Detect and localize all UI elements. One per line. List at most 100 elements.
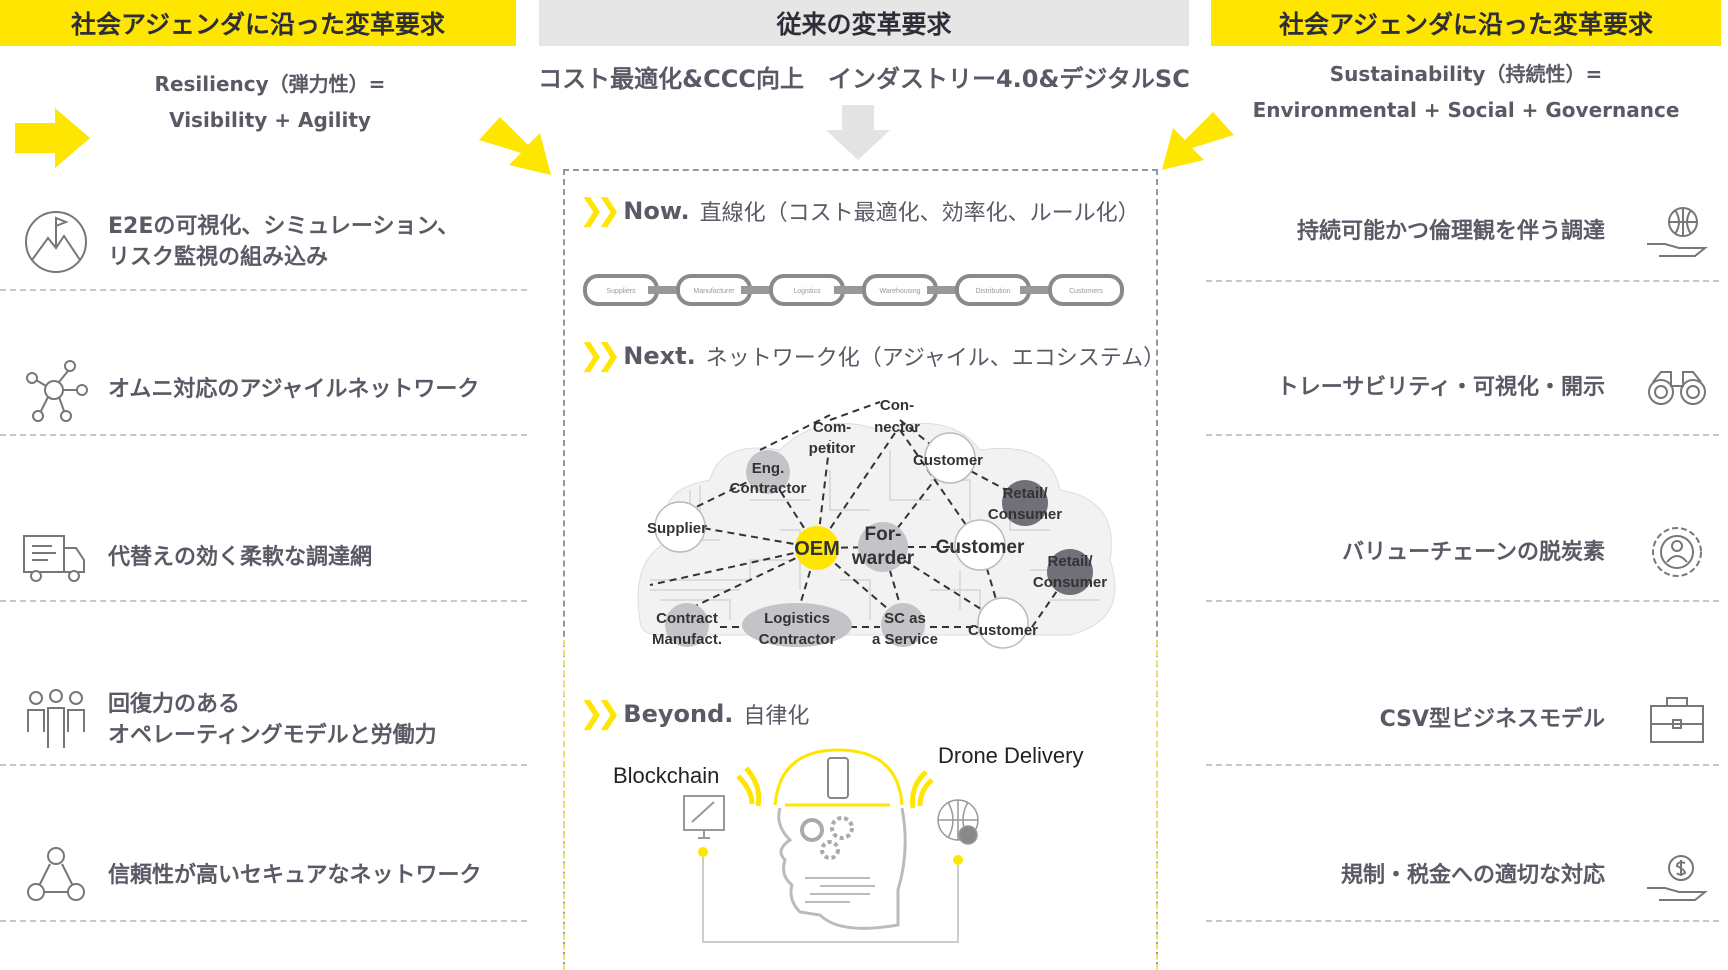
left-subtitle: Resiliency（弾力性）= Visibility + Agility xyxy=(100,66,440,138)
beyond-desc: 自律化 xyxy=(743,703,810,729)
connector-dot xyxy=(698,847,708,857)
network-links xyxy=(649,401,1071,631)
next-label: Next. xyxy=(623,341,696,370)
retail-consumer-node-2 xyxy=(1047,549,1093,595)
customer-mid-node xyxy=(954,519,1006,571)
chain-link-label: Suppliers xyxy=(606,288,636,295)
connector-line xyxy=(702,857,959,943)
left-item-1-line1: E2Eの可視化、シミュレーション、 xyxy=(108,214,460,239)
divider xyxy=(0,920,527,922)
customer-bottom-node xyxy=(977,597,1029,649)
down-arrow-icon xyxy=(826,105,890,160)
eng-contractor-node xyxy=(746,450,790,494)
right-item-5: 規制・税金への適切な対応 xyxy=(1340,863,1605,888)
left-subtitle-line2: Visibility + Agility xyxy=(169,108,371,132)
now-section-title: ❯❯Now. 直線化（コスト最適化、効率化、ルール化） xyxy=(579,193,1140,228)
left-item-4: 回復力のあるオペレーティングモデルと労働力 xyxy=(108,689,437,751)
connector-label-1: Con- xyxy=(880,397,914,414)
contract-manufact-node xyxy=(665,603,709,647)
customer-bottom-label: Customer xyxy=(968,622,1038,639)
diagonal-arrow-left-icon xyxy=(479,117,551,175)
beyond-section-title: ❯❯Beyond.自律化 xyxy=(579,696,809,731)
left-item-4-line2: オペレーティングモデルと労働力 xyxy=(108,723,437,748)
left-item-1-line2: リスク監視の組み込み xyxy=(108,245,329,270)
diagonal-arrow-right-icon xyxy=(1162,112,1234,170)
oem-node xyxy=(795,526,839,570)
people-network-icon xyxy=(27,847,85,901)
contract-manufact-label-2: Manufact. xyxy=(652,631,722,648)
chain-link xyxy=(1048,274,1124,306)
right-item-1: 持続可能かつ倫理観を伴う調達 xyxy=(1296,219,1605,244)
sc-label-2: a Service xyxy=(872,631,938,648)
chain-link-label: Manufacturer xyxy=(693,288,735,295)
signal-right-icon xyxy=(910,770,934,809)
supplier-label: Supplier xyxy=(647,520,707,537)
oem-label: OEM xyxy=(794,538,840,560)
right-subtitle: Sustainability（持続性）=Environmental + Soci… xyxy=(1211,56,1721,128)
binoculars-icon xyxy=(1648,371,1706,405)
customer-top-label: Customer xyxy=(913,452,983,469)
center-subtitle: コスト最適化&CCC向上 インダストリー4.0&デジタルSC xyxy=(538,65,1190,93)
right-subtitle-line2: Environmental + Social + Governance xyxy=(1252,98,1680,122)
logistics-contractor-node xyxy=(742,603,852,647)
globe-gear-icon xyxy=(937,799,979,845)
circuit-icon xyxy=(805,877,875,903)
chain-connector xyxy=(834,286,870,294)
drone-delivery-label: Drone Delivery xyxy=(938,743,1084,768)
center-header: 従来の変革要求 xyxy=(539,0,1189,46)
head-top-arc xyxy=(773,748,904,806)
competitor-label-1: Com- xyxy=(813,419,851,436)
lightbulb-gear-icon xyxy=(800,816,854,860)
retail-2-label-2: Consumer xyxy=(1033,574,1107,591)
chevron-icon: ❯❯ xyxy=(579,193,621,228)
right-item-4: CSV型ビジネスモデル xyxy=(1379,707,1605,732)
forwarder-label-2: warder xyxy=(851,548,915,569)
forwarder-node xyxy=(858,522,908,572)
divider xyxy=(0,600,527,602)
left-item-2: オムニ対応のアジャイルネットワーク xyxy=(108,377,480,402)
briefcase-icon xyxy=(1650,697,1704,743)
mountain-flag-icon xyxy=(25,211,87,273)
eng-label-1: Eng. xyxy=(752,460,785,477)
next-section-title: ❯❯Next. ネットワーク化（アジャイル、エコシステム） xyxy=(579,338,1165,373)
left-item-3: 代替えの効く柔軟な調達網 xyxy=(108,545,373,570)
next-desc: ネットワーク化（アジャイル、エコシステム） xyxy=(705,345,1166,371)
retail-1-label-2: Consumer xyxy=(988,506,1062,523)
left-item-4-line1: 回復力のある xyxy=(108,692,241,717)
divider xyxy=(1206,434,1719,436)
smartphone-icon xyxy=(827,757,849,799)
competitor-label-2: petitor xyxy=(809,440,856,457)
divider xyxy=(1206,920,1719,922)
chain-connector xyxy=(1020,286,1056,294)
forwarder-label-1: For- xyxy=(865,524,902,545)
eng-label-2: Contractor xyxy=(730,480,807,497)
now-desc: 直線化（コスト最適化、効率化、ルール化） xyxy=(699,200,1140,226)
retail-1-label-1: Retail/ xyxy=(1002,485,1048,502)
sc-as-service-node xyxy=(881,603,925,647)
connector-dot xyxy=(953,855,963,865)
person-target-icon xyxy=(1652,527,1702,577)
chain-link-label: Warehousing xyxy=(880,288,921,295)
beyond-label: Beyond. xyxy=(623,699,734,728)
right-header: 社会アジェンダに沿った変革要求 xyxy=(1211,0,1721,46)
now-label: Now. xyxy=(623,196,690,225)
divider xyxy=(1206,764,1719,766)
head-profile xyxy=(777,807,907,930)
delivery-truck-icon xyxy=(23,535,85,582)
sc-label-1: SC as xyxy=(884,610,926,627)
chevron-icon: ❯❯ xyxy=(579,338,621,373)
flow-arrows xyxy=(15,105,1234,175)
retail-consumer-node-1 xyxy=(1002,480,1048,526)
blockchain-label: Blockchain xyxy=(613,763,719,788)
supplier-node xyxy=(654,501,706,553)
network-diagram: OEM For- warder Eng. Contractor Supplier… xyxy=(637,397,1116,649)
center-panel xyxy=(563,169,1158,968)
divider xyxy=(0,764,527,766)
money-hand-icon xyxy=(1647,855,1708,901)
logistics-label-2: Contractor xyxy=(759,631,836,648)
customer-mid-label: Customer xyxy=(936,537,1025,558)
retail-2-label-1: Retail/ xyxy=(1047,553,1093,570)
left-subtitle-line1: Resiliency（弾力性）= xyxy=(154,72,386,96)
contract-manufact-label-1: Contract xyxy=(656,610,718,627)
